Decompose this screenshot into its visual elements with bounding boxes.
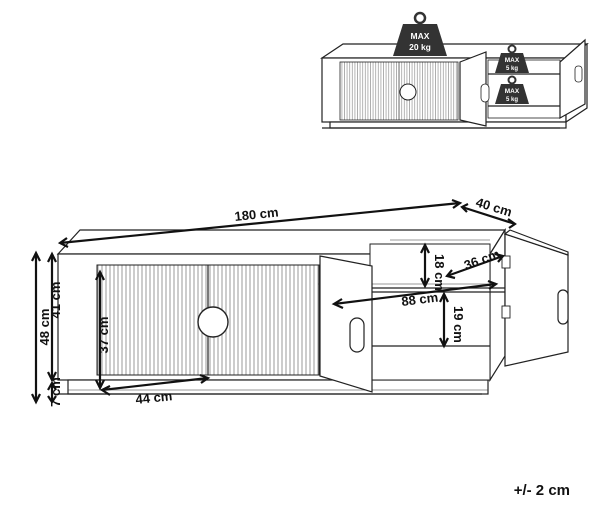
label-height-body: 41 cm	[48, 282, 63, 319]
weight-icon-shelf-lower: MAX 5 kg	[495, 75, 529, 104]
label-door-width: 44 cm	[135, 388, 173, 407]
label-width: 180 cm	[234, 204, 279, 224]
weight-label-upper-max: MAX	[505, 57, 520, 64]
thumbnail-illustration: MAX 20 kg MAX 5 kg MAX 5 kg	[320, 11, 589, 129]
dimension-arrows	[31, 198, 517, 405]
label-height-total: 48 cm	[37, 309, 52, 346]
weight-label-upper-value: 5 kg	[506, 66, 518, 72]
label-compartment-upper: 18 cm	[432, 254, 447, 291]
label-compartment-lower: 19 cm	[451, 306, 466, 343]
weight-icon-shelf-upper: MAX 5 kg	[495, 44, 529, 73]
weight-label-top-value: 20 kg	[409, 42, 431, 52]
weight-label-lower-value: 5 kg	[506, 97, 518, 103]
label-depth: 40 cm	[474, 195, 514, 220]
label-leg-height: 7 cm	[48, 377, 63, 407]
label-door-height: 37 cm	[96, 317, 111, 354]
weight-label-lower-max: MAX	[505, 88, 520, 95]
main-illustration	[56, 227, 569, 395]
label-interior-width: 88 cm	[401, 290, 439, 309]
weight-label-top-max: MAX	[411, 31, 430, 41]
weight-icon-top: MAX 20 kg	[393, 11, 447, 56]
tolerance-note: +/- 2 cm	[513, 482, 570, 499]
